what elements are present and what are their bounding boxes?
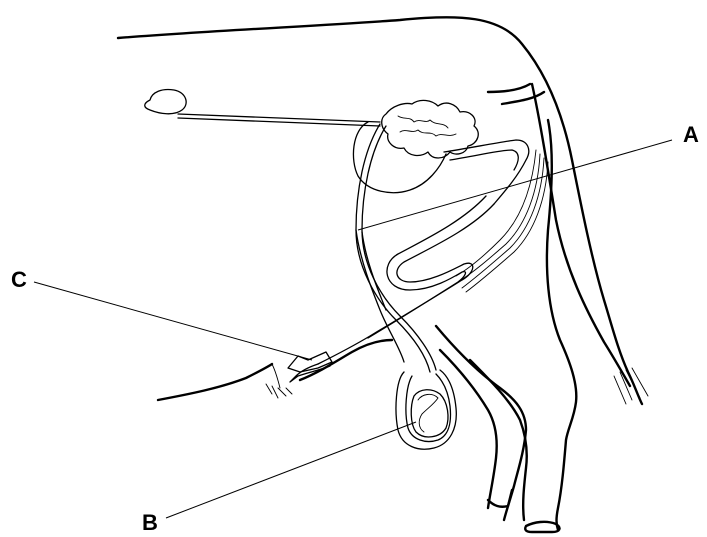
pelvic-urethra — [444, 140, 529, 204]
belly-outline — [158, 364, 272, 400]
label-a: A — [683, 124, 699, 146]
vesicular-gland — [353, 122, 446, 193]
leader-line-a — [358, 140, 672, 230]
ductus-deferens-line — [178, 114, 380, 126]
hind-leg-back — [547, 120, 576, 530]
sigmoid-flexure-inner — [368, 196, 486, 338]
bull-body-outline — [118, 17, 648, 532]
leader-lines — [34, 140, 672, 518]
testis — [411, 390, 448, 437]
spermatic-cord — [356, 124, 430, 372]
leader-line-b — [166, 422, 416, 518]
label-c: C — [11, 269, 27, 291]
hind-hoof — [525, 522, 559, 532]
preputial-tuft — [266, 364, 292, 398]
seminal-vesicle-texture — [398, 116, 456, 136]
epididymis — [418, 394, 438, 432]
leader-line-c — [34, 282, 312, 360]
reproductive-tract — [145, 89, 548, 449]
tail-lower — [502, 92, 544, 104]
retractor-penis-muscle — [456, 150, 548, 292]
label-b: B — [142, 512, 158, 534]
belly-outline-rear — [300, 340, 392, 380]
penis-shaft — [290, 364, 330, 382]
far-hind-leg-back — [470, 360, 527, 520]
ductus-deferens — [145, 89, 186, 113]
tail-upper — [488, 84, 530, 92]
